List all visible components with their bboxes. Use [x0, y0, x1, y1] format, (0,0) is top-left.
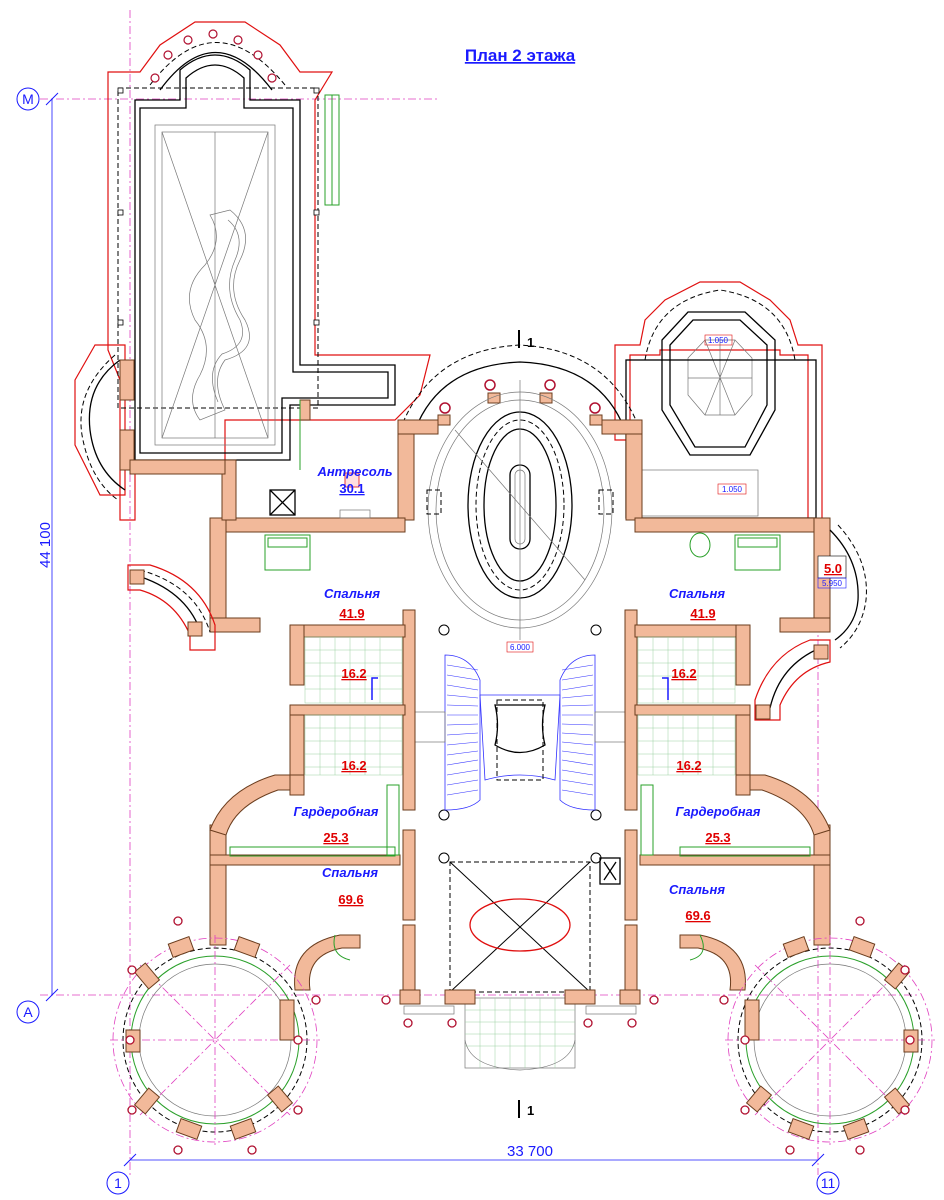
svg-text:41.9: 41.9: [339, 606, 364, 621]
dimension-vertical: 44 100: [37, 522, 54, 568]
corner-bays: 5.950: [127, 524, 867, 721]
svg-text:1: 1: [114, 1175, 122, 1191]
svg-text:Гардеробная: Гардеробная: [294, 804, 379, 819]
svg-text:A: A: [23, 1004, 33, 1020]
svg-text:30.1: 30.1: [339, 481, 364, 496]
room-label-bath-west-1: 16.2: [341, 666, 366, 681]
svg-text:16.2: 16.2: [671, 666, 696, 681]
room-label-balcony-east: 5.0: [824, 561, 842, 576]
room-label-bath-east-2: 16.2: [676, 758, 701, 773]
room-label-bedroom-west-south: Спальня 69.6: [322, 865, 378, 907]
room-label-wardrobe-west: Гардеробная 25.3: [294, 804, 379, 845]
dimension-horizontal: 33 700: [507, 1143, 553, 1160]
svg-text:1: 1: [527, 335, 534, 350]
svg-text:5.950: 5.950: [822, 579, 843, 588]
room-label-bath-west-2: 16.2: [341, 758, 366, 773]
section-mark-top: 1: [518, 330, 534, 350]
north-east-tower: 1.050 1.050: [614, 281, 823, 521]
room-label-bedroom-east-north: Спальня 41.9: [669, 586, 725, 621]
svg-text:Спальня: Спальня: [324, 586, 380, 601]
north-west-wing: [74, 21, 431, 521]
south-lobby: [311, 857, 729, 1071]
svg-text:Спальня: Спальня: [669, 586, 725, 601]
axis-bubble-11: 11: [816, 1171, 840, 1195]
walls: [129, 399, 831, 1005]
room-label-bedroom-east-south: Спальня 69.6: [669, 882, 725, 923]
axis-bubble-m: M: [16, 87, 40, 111]
svg-text:41.9: 41.9: [690, 606, 715, 621]
svg-text:1.050: 1.050: [708, 336, 729, 345]
room-label-bath-east-1: 16.2: [671, 666, 696, 681]
svg-text:5.0: 5.0: [824, 561, 842, 576]
svg-text:69.6: 69.6: [685, 908, 710, 923]
svg-text:M: M: [22, 91, 34, 107]
svg-text:Спальня: Спальня: [322, 865, 378, 880]
svg-text:16.2: 16.2: [341, 758, 366, 773]
room-label-mezzanine: Антресоль 30.1: [316, 464, 392, 496]
svg-text:6.000: 6.000: [510, 643, 531, 652]
svg-text:69.6: 69.6: [338, 892, 363, 907]
svg-text:Гардеробная: Гардеробная: [676, 804, 761, 819]
room-label-wardrobe-east: Гардеробная 25.3: [676, 804, 761, 845]
svg-text:Антресоль: Антресоль: [316, 464, 392, 479]
south-west-round-tower: [110, 916, 320, 1155]
axis-bubble-a: A: [16, 1000, 40, 1024]
section-mark-bottom: 1: [518, 1100, 534, 1118]
fixtures: [229, 400, 811, 961]
svg-text:16.2: 16.2: [341, 666, 366, 681]
grand-stair: [404, 654, 636, 811]
svg-text:1: 1: [527, 1103, 534, 1118]
svg-text:25.3: 25.3: [705, 830, 730, 845]
svg-text:11: 11: [821, 1175, 836, 1191]
svg-text:Спальня: Спальня: [669, 882, 725, 897]
svg-text:25.3: 25.3: [323, 830, 348, 845]
central-hall: 6.000: [399, 344, 641, 864]
svg-text:16.2: 16.2: [676, 758, 701, 773]
south-east-round-tower: [725, 916, 935, 1155]
plan-title: План 2 этажа: [465, 46, 576, 65]
axis-bubble-1: 1: [106, 1171, 130, 1195]
room-label-bedroom-west-north: Спальня 41.9: [324, 586, 380, 621]
svg-text:1.050: 1.050: [722, 485, 743, 494]
